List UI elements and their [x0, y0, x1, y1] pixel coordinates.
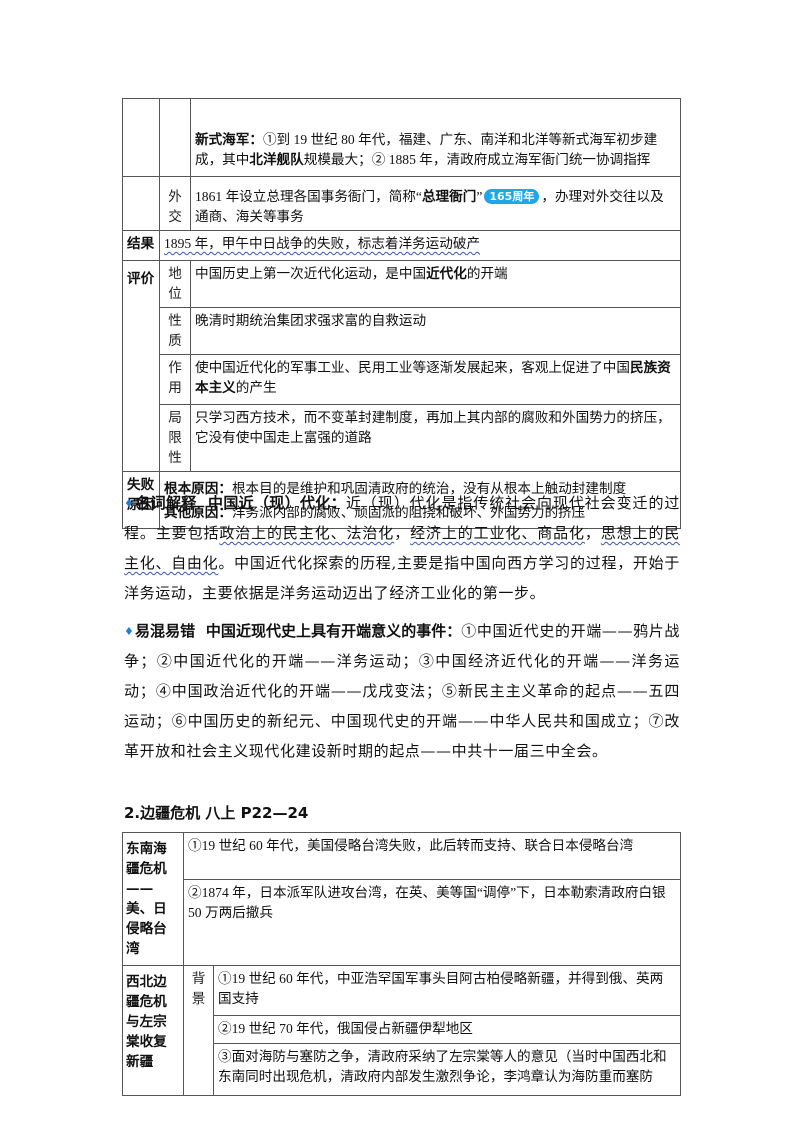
jieguo-cell: 1895 年，甲午中日战争的失败，标志着洋务运动破产 — [159, 230, 681, 261]
navy-cell: 新式海军：①到 19 世纪 80 年代，福建、广东、南洋和北洋等新式海军初步建成… — [190, 98, 681, 177]
label-pingjia: 评价 — [122, 260, 160, 472]
label-beijing: 背景 — [183, 965, 214, 1096]
zuoyong-cell: 使中国近代化的军事工业、民用工业等逐渐发展起来，客观上促进了中国民族资本主义的产… — [190, 354, 681, 405]
anniversary-badge: 165周年 — [484, 189, 540, 204]
shibai-cell: 根本原因：根本目的是维护和巩固清政府的统治，没有从根本上触动封建制度 其他原因：… — [159, 471, 681, 529]
diwei-cell: 中国历史上第一次近代化运动，是中国近代化的开端 — [190, 260, 681, 308]
cell-empty-head — [122, 98, 160, 177]
xibei-cell-1: ①19 世纪 60 年代，中亚浩罕国军事头目阿古柏侵略新疆，并得到俄、英两国支持 — [212, 965, 682, 1016]
label-shibai: 失败原因 — [122, 471, 160, 529]
label-xibei: 西北边疆危机与左宗棠收复新疆 — [122, 965, 184, 1096]
note-confusion: ♦易混易错 中国近现代史上具有开端意义的事件：①中国近代史的开端——鸦片战争；②… — [124, 622, 680, 760]
yangwu-table: 新式海军：①到 19 世纪 80 年代，福建、广东、南洋和北洋等新式海军初步建成… — [122, 98, 681, 529]
bell-icon: ♦ — [124, 625, 135, 638]
section-title: 2.边疆危机 八上 P22—24 — [124, 804, 309, 822]
label-xingzhi: 性质 — [159, 307, 191, 355]
bell-icon: ♦ — [124, 497, 135, 510]
dongnan-cell-1: ①19 世纪 60 年代，美国侵略台湾失败，此后转而支持、联合日本侵略台湾 — [182, 832, 682, 880]
label-diwei: 地位 — [159, 260, 191, 308]
xibei-cell-3: ③面对海防与塞防之争，清政府采纳了左宗棠等人的意见（当时中国西北和东南同时出现危… — [212, 1043, 682, 1096]
xibei-cell-2: ②19 世纪 70 年代，俄国侵占新疆伊犁地区 — [212, 1015, 682, 1044]
label-zuoyong: 作用 — [159, 354, 191, 405]
xingzhi-cell: 晚清时期统治集团求强求富的自救运动 — [190, 307, 681, 355]
waijiao-cell: 1861 年设立总理各国事务衙门，简称“总理衙门”165周年，办理对外交往以及通… — [190, 176, 681, 231]
note-definition: ♦名词解释 中国近（现）代化：近（现）代化是指传统社会向现代社会变迁的过程。主要… — [124, 494, 680, 602]
label-juxian: 局限性 — [159, 404, 191, 472]
label-dongnan: 东南海疆危机——美、日侵略台湾 — [122, 832, 184, 966]
juxian-cell: 只学习西方技术，而不变革封建制度，再加上其内部的腐败和外国势力的挤压，它没有使中… — [190, 404, 681, 472]
cell-empty-sub — [159, 98, 191, 177]
frontier-table: 东南海疆危机——美、日侵略台湾 ①19 世纪 60 年代，美国侵略台湾失败，此后… — [122, 832, 682, 1096]
dongnan-cell-2: ②1874 年，日本派军队进攻台湾，在英、美等国“调停”下，日本勒索清政府白银 … — [182, 878, 682, 967]
label-waijiao: 外交 — [159, 176, 191, 231]
label-jieguo: 结果 — [122, 230, 160, 261]
